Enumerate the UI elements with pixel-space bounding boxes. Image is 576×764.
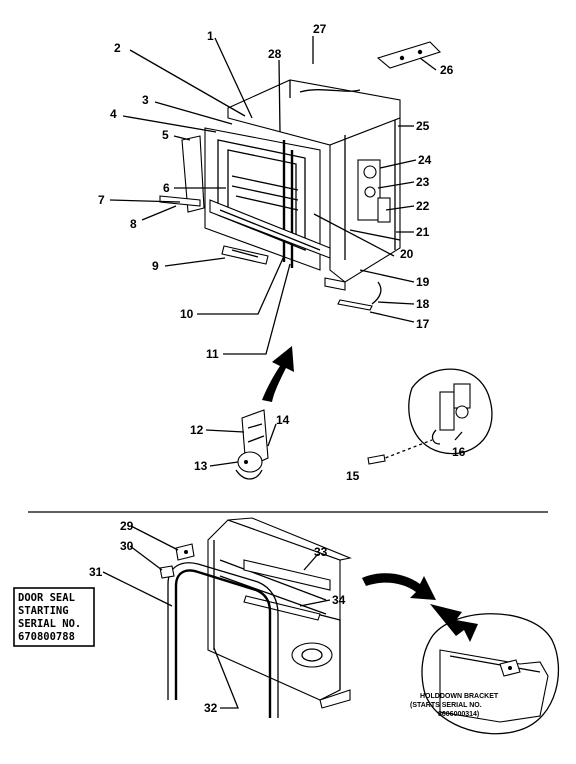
- note-line-2: STARTING: [18, 605, 69, 617]
- switch-detail: [367, 368, 493, 465]
- callout-labels: 1 2 3 4 5 6 7 8 9 10 11 12 13 14 15 16 1…: [89, 22, 466, 715]
- callout-29: 29: [120, 519, 134, 533]
- callout-32: 32: [204, 701, 218, 715]
- callout-13: 13: [194, 459, 208, 473]
- callout-4: 4: [110, 107, 117, 121]
- direction-arrow: [262, 346, 294, 402]
- callout-20: 20: [400, 247, 414, 261]
- callout-2: 2: [114, 41, 121, 55]
- note-line-4: 670800788: [18, 631, 75, 643]
- callout-27: 27: [313, 22, 327, 36]
- leader-lines: [102, 36, 463, 709]
- callout-12: 12: [190, 423, 204, 437]
- holddown-caption-line-1: HOLDDOWN BRACKET: [420, 693, 499, 700]
- holddown-caption-line-3: 8606000314): [438, 711, 479, 718]
- callout-24: 24: [418, 153, 432, 167]
- note-line-1: DOOR SEAL: [18, 592, 75, 604]
- callout-3: 3: [142, 93, 149, 107]
- callout-7: 7: [98, 193, 105, 207]
- callout-8: 8: [130, 217, 137, 231]
- lower-assembly: [159, 517, 352, 718]
- callout-6: 6: [163, 181, 170, 195]
- tub-assembly: [159, 41, 442, 311]
- callout-10: 10: [180, 307, 194, 321]
- callout-22: 22: [416, 199, 430, 213]
- callout-17: 17: [416, 317, 430, 331]
- detail-arrow: [362, 573, 436, 600]
- callout-1: 1: [207, 29, 214, 43]
- callout-21: 21: [416, 225, 430, 239]
- callout-19: 19: [416, 275, 430, 289]
- callout-28: 28: [268, 47, 282, 61]
- detail-pointer-arrow: [430, 604, 478, 642]
- callout-23: 23: [416, 175, 430, 189]
- callout-30: 30: [120, 539, 134, 553]
- hinge-detail: [235, 409, 269, 480]
- callout-9: 9: [152, 259, 159, 273]
- callout-18: 18: [416, 297, 430, 311]
- callout-11: 11: [206, 347, 219, 361]
- callout-16: 16: [452, 445, 466, 459]
- holddown-detail: [421, 613, 560, 735]
- callout-34: 34: [332, 593, 346, 607]
- callout-33: 33: [314, 545, 328, 559]
- note-line-3: SERIAL NO.: [18, 618, 81, 630]
- callout-5: 5: [162, 128, 169, 142]
- callout-25: 25: [416, 119, 430, 133]
- holddown-caption: HOLDDOWN BRACKET (STARTS SERIAL NO. 8606…: [410, 693, 499, 718]
- door-seal-note: DOOR SEAL STARTING SERIAL NO. 670800788: [13, 587, 95, 647]
- callout-26: 26: [440, 63, 454, 77]
- callout-14: 14: [276, 413, 290, 427]
- holddown-caption-line-2: (STARTS SERIAL NO.: [410, 702, 482, 709]
- callout-15: 15: [346, 469, 360, 483]
- callout-31: 31: [89, 565, 103, 579]
